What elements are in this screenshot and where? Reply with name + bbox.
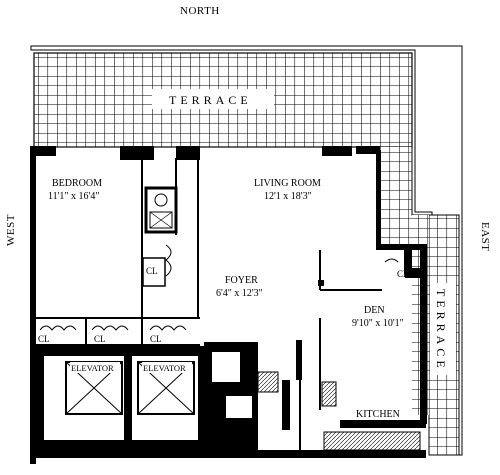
closet-label-3: CL — [150, 334, 162, 344]
foyer-size: 6'4" x 12'3" — [216, 288, 263, 299]
closet-doors — [39, 244, 399, 331]
foyer-name: FOYER — [225, 275, 258, 286]
columns — [282, 280, 324, 430]
compass-east: EAST — [479, 222, 491, 252]
elevator-left-label: ELEVATOR — [71, 363, 114, 373]
closet-label-bath: CL — [146, 266, 158, 276]
bedroom-name: BEDROOM — [52, 178, 102, 189]
living-room-name: LIVING ROOM — [254, 178, 321, 189]
kitchen-size: 7'8" x 9'10" — [352, 420, 399, 431]
closet-label-2: CL — [94, 334, 106, 344]
compass-north: NORTH — [180, 5, 220, 17]
terrace-east-label: TERRACE — [434, 289, 448, 372]
bedroom-size: 11'1" x 16'4" — [48, 191, 99, 202]
kitchen-name: KITCHEN — [356, 409, 400, 420]
elevator-right-label: ELEVATOR — [143, 363, 186, 373]
compass-west: WEST — [5, 214, 17, 246]
closet-label-1: CL — [38, 334, 50, 344]
bathroom-fixtures — [149, 193, 173, 229]
den-name: DEN — [364, 305, 385, 316]
kitchen-counters — [321, 381, 421, 451]
living-room-size: 12'1 x 18'3" — [264, 191, 312, 202]
closet-label-den: CL — [397, 269, 409, 279]
elevator-core — [36, 342, 279, 454]
terrace-north-label: TERRACE — [169, 93, 252, 107]
den-size: 9'10" x 10'1" — [352, 318, 404, 329]
